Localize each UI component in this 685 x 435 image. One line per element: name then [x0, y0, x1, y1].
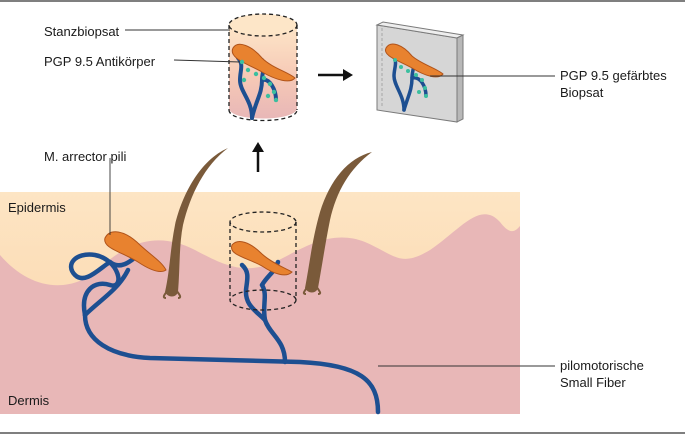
stain-dots	[239, 59, 279, 103]
arrow-right	[318, 69, 353, 81]
label-small-fiber-line1: pilomotorische	[560, 358, 644, 373]
label-punch-biopsy: Stanzbiopsat	[44, 24, 120, 39]
label-small-fiber-line2: Small Fiber	[560, 375, 626, 390]
label-stained-biopsy-line1: PGP 9.5 gefärbtes	[560, 68, 667, 83]
label-dermis: Dermis	[8, 393, 50, 408]
hair-right	[305, 152, 372, 293]
label-epidermis: Epidermis	[8, 200, 66, 215]
label-arrector-pili: M. arrector pili	[44, 149, 126, 164]
label-stained-biopsy-line2: Biopsat	[560, 85, 604, 100]
punch-cylinder-skin	[229, 211, 297, 311]
stained-slide	[375, 21, 465, 123]
hair-left	[165, 148, 228, 297]
arrector-pili-muscle	[104, 231, 167, 273]
arrow-up	[252, 142, 264, 172]
label-pgp-antibody: PGP 9.5 Antikörper	[44, 54, 156, 69]
punch-biopsy-cylinder	[228, 13, 298, 122]
leader-lines	[109, 29, 555, 367]
